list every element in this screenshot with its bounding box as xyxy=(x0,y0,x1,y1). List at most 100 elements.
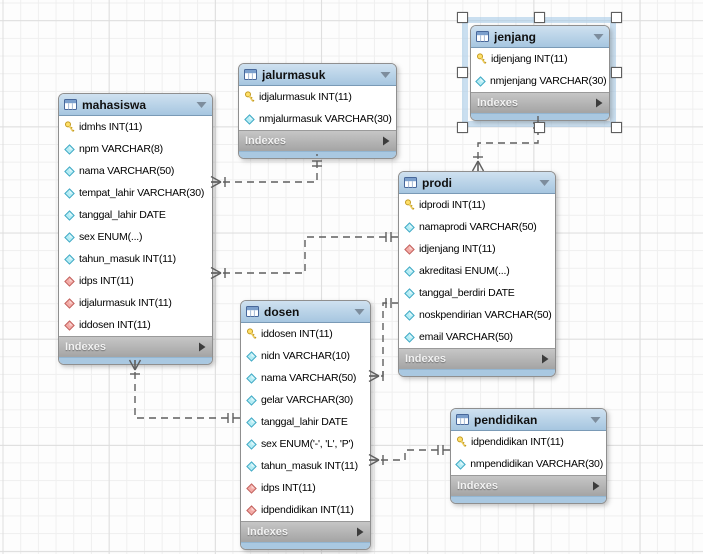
selection-handle-ne[interactable] xyxy=(610,11,622,23)
column-row[interactable]: nama VARCHAR(50) xyxy=(59,160,212,182)
table-header[interactable]: dosen xyxy=(241,301,370,323)
table-icon xyxy=(244,69,257,80)
selection-handle-sw[interactable] xyxy=(456,121,468,133)
column-row[interactable]: noskpendirian VARCHAR(50) xyxy=(399,304,555,326)
relationship-line[interactable] xyxy=(134,360,240,419)
column-row[interactable]: namaprodi VARCHAR(50) xyxy=(399,216,555,238)
column-row[interactable]: npm VARCHAR(8) xyxy=(59,138,212,160)
column-row[interactable]: email VARCHAR(50) xyxy=(399,326,555,348)
relationship-line[interactable] xyxy=(211,154,318,183)
foreign-key-icon xyxy=(245,482,257,494)
table-header[interactable]: pendidikan xyxy=(451,409,606,431)
column-row[interactable]: tanggal_berdiri DATE xyxy=(399,282,555,304)
column-label: tanggal_berdiri DATE xyxy=(419,287,515,299)
column-row[interactable]: idmhs INT(11) xyxy=(59,116,212,138)
expand-icon[interactable] xyxy=(541,354,549,364)
expand-icon[interactable] xyxy=(198,342,206,352)
column-row[interactable]: idps INT(11) xyxy=(59,270,212,292)
collapse-arrow-icon[interactable] xyxy=(380,71,391,79)
table-pendidikan[interactable]: pendidikan idpendidikan INT(11)nmpendidik… xyxy=(450,408,607,504)
column-row[interactable]: idpendidikan INT(11) xyxy=(451,431,606,453)
column-row[interactable]: idjenjang INT(11) xyxy=(399,238,555,260)
expand-icon[interactable] xyxy=(356,527,364,537)
table-jenjang[interactable]: jenjang idjenjang INT(11)nmjenjang VARCHA… xyxy=(470,25,610,121)
collapse-arrow-icon[interactable] xyxy=(590,416,601,424)
column-row[interactable]: idprodi INT(11) xyxy=(399,194,555,216)
column-row[interactable]: iddosen INT(11) xyxy=(59,314,212,336)
table-title: jenjang xyxy=(494,29,537,44)
relationship-line[interactable] xyxy=(369,302,398,377)
attribute-icon xyxy=(63,209,75,221)
column-row[interactable]: tahun_masuk INT(11) xyxy=(59,248,212,270)
collapse-arrow-icon[interactable] xyxy=(196,101,207,109)
table-header[interactable]: jenjang xyxy=(471,26,609,48)
column-row[interactable]: idps INT(11) xyxy=(241,477,370,499)
selection-handle-se[interactable] xyxy=(610,121,622,133)
column-row[interactable]: sex ENUM('-', 'L', 'P') xyxy=(241,433,370,455)
attribute-icon xyxy=(403,287,415,299)
relationship-line[interactable] xyxy=(369,449,450,461)
table-title: pendidikan xyxy=(474,412,538,427)
selection-handle-s[interactable] xyxy=(533,121,545,133)
attribute-icon xyxy=(243,113,255,125)
expand-icon[interactable] xyxy=(595,98,603,108)
attribute-icon xyxy=(63,143,75,155)
column-row[interactable]: nmpendidikan VARCHAR(30) xyxy=(451,453,606,475)
selection-handle-n[interactable] xyxy=(533,11,545,23)
column-label: tanggal_lahir DATE xyxy=(79,209,166,221)
table-bottom-edge xyxy=(241,542,370,549)
column-label: npm VARCHAR(8) xyxy=(79,143,163,155)
indexes-label: Indexes xyxy=(405,353,446,365)
column-row[interactable]: idpendidikan INT(11) xyxy=(241,499,370,521)
table-icon xyxy=(404,177,417,188)
table-mahasiswa[interactable]: mahasiswa idmhs INT(11) npm VARCHAR(8) nama… xyxy=(58,93,213,365)
column-label: idps INT(11) xyxy=(79,275,134,287)
indexes-footer[interactable]: Indexes xyxy=(241,521,370,542)
column-row[interactable]: nmjalurmasuk VARCHAR(30) xyxy=(239,108,396,130)
column-row[interactable]: nama VARCHAR(50) xyxy=(241,367,370,389)
indexes-label: Indexes xyxy=(65,341,106,353)
table-header[interactable]: mahasiswa xyxy=(59,94,212,116)
attribute-icon xyxy=(245,350,257,362)
collapse-arrow-icon[interactable] xyxy=(539,179,550,187)
indexes-label: Indexes xyxy=(245,135,286,147)
column-row[interactable]: idjalurmasuk INT(11) xyxy=(59,292,212,314)
indexes-label: Indexes xyxy=(247,526,288,538)
column-row[interactable]: idjalurmasuk INT(11) xyxy=(239,86,396,108)
column-label: idmhs INT(11) xyxy=(79,121,143,133)
column-row[interactable]: idjenjang INT(11) xyxy=(471,48,609,70)
selection-handle-nw[interactable] xyxy=(456,11,468,23)
indexes-footer[interactable]: Indexes xyxy=(451,475,606,496)
column-row[interactable]: gelar VARCHAR(30) xyxy=(241,389,370,411)
column-row[interactable]: sex ENUM(...) xyxy=(59,226,212,248)
selection-handle-w[interactable] xyxy=(456,66,468,78)
table-bottom-edge xyxy=(451,496,606,503)
indexes-footer[interactable]: Indexes xyxy=(471,92,609,113)
column-row[interactable]: nidn VARCHAR(10) xyxy=(241,345,370,367)
selection-handle-e[interactable] xyxy=(610,66,622,78)
expand-icon[interactable] xyxy=(382,136,390,146)
column-row[interactable]: tempat_lahir VARCHAR(30) xyxy=(59,182,212,204)
table-header[interactable]: prodi xyxy=(399,172,555,194)
attribute-icon xyxy=(63,253,75,265)
attribute-icon xyxy=(455,458,466,470)
indexes-footer[interactable]: Indexes xyxy=(239,130,396,151)
table-icon xyxy=(64,99,77,110)
indexes-footer[interactable]: Indexes xyxy=(59,336,212,357)
column-row[interactable]: nmjenjang VARCHAR(30) xyxy=(471,70,609,92)
collapse-arrow-icon[interactable] xyxy=(593,33,604,41)
column-row[interactable]: akreditasi ENUM(...) xyxy=(399,260,555,282)
column-row[interactable]: tanggal_lahir DATE xyxy=(59,204,212,226)
indexes-footer[interactable]: Indexes xyxy=(399,348,555,369)
relationship-line[interactable] xyxy=(211,236,398,274)
column-row[interactable]: iddosen INT(11) xyxy=(241,323,370,345)
table-header[interactable]: jalurmasuk xyxy=(239,64,396,86)
collapse-arrow-icon[interactable] xyxy=(354,308,365,316)
column-row[interactable]: tahun_masuk INT(11) xyxy=(241,455,370,477)
column-row[interactable]: tanggal_lahir DATE xyxy=(241,411,370,433)
expand-icon[interactable] xyxy=(592,481,600,491)
